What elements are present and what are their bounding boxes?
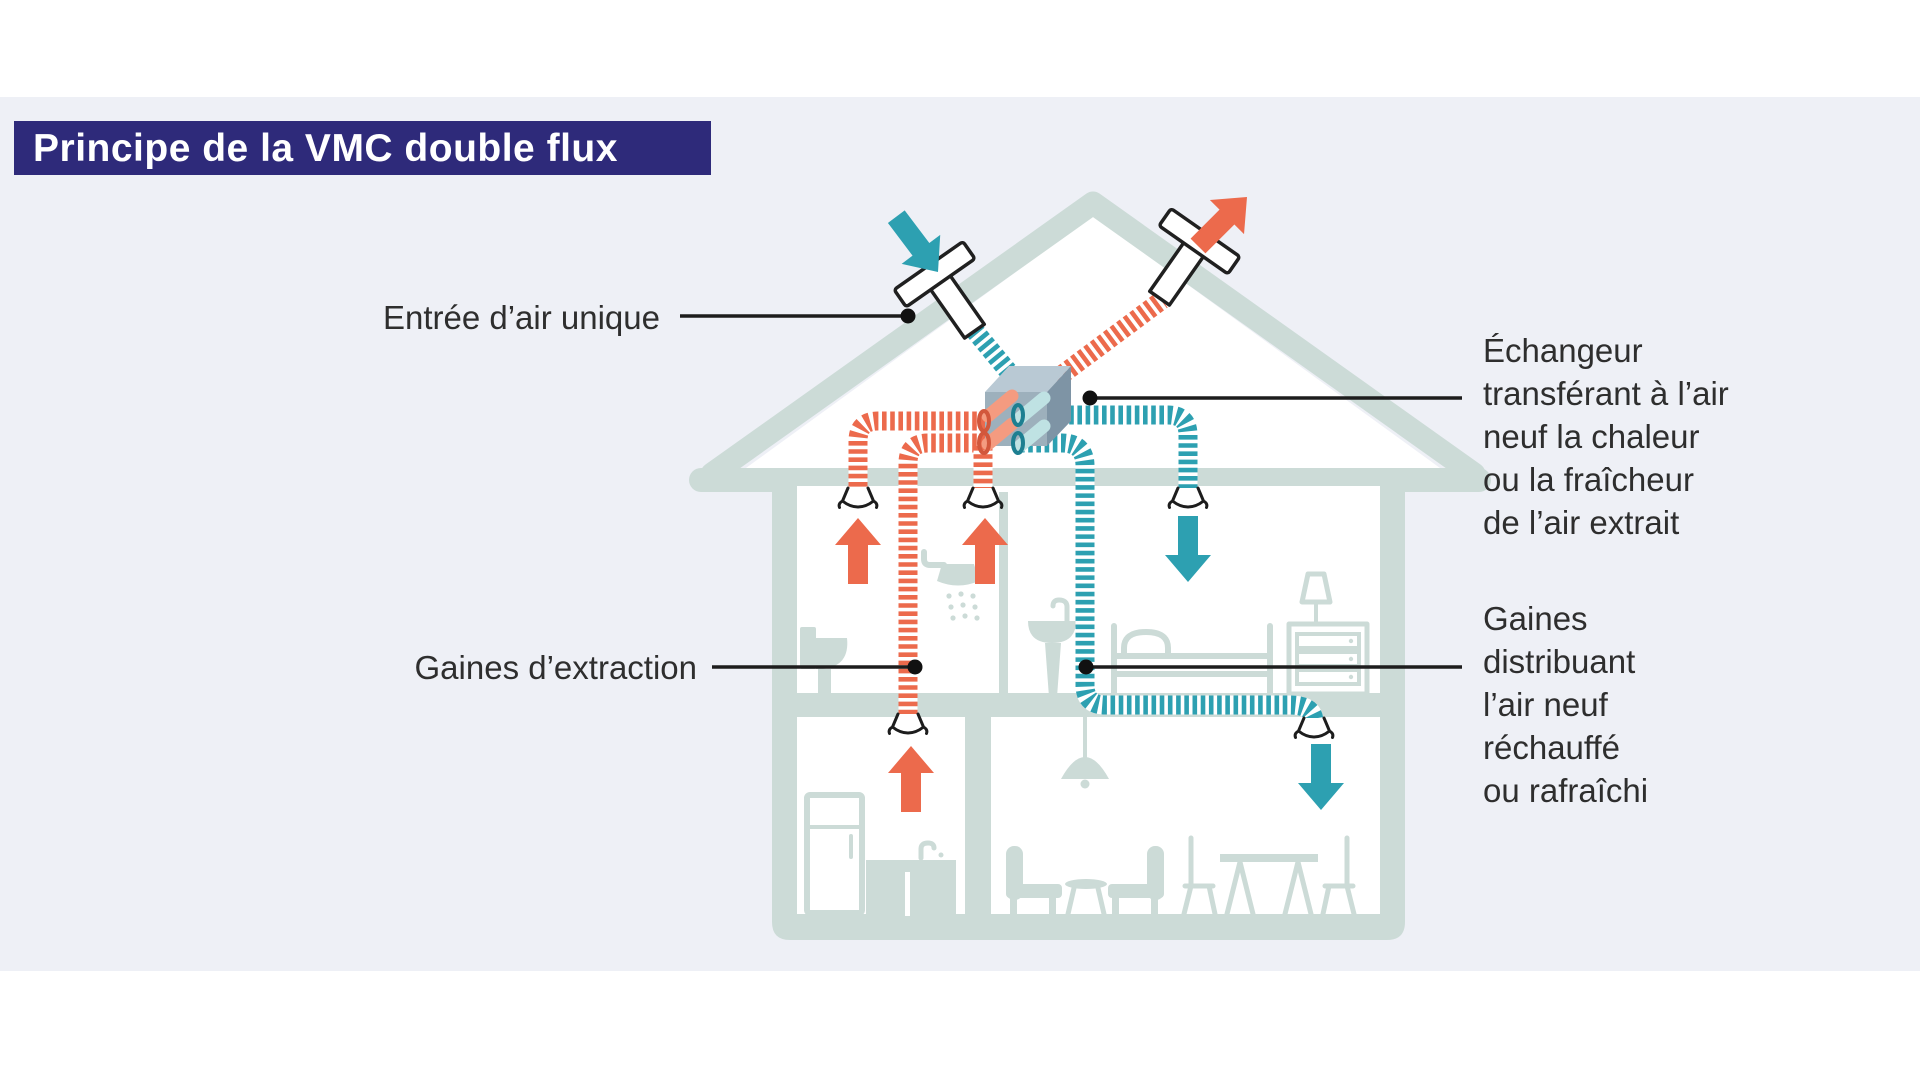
faucet-knob (938, 852, 944, 858)
extraction-duct-bathroom (848, 411, 985, 490)
bed-headboard (1121, 629, 1171, 659)
table-lamp-shade (1299, 571, 1333, 605)
coffee-table-legs (1065, 885, 1107, 917)
roof-slopes (700, 191, 1486, 486)
callout-labels: Entrée d’air unique Gaines d’extraction … (383, 299, 1729, 809)
armchair-left (1006, 846, 1062, 914)
callout-connectors (680, 308, 1462, 675)
connector-dot (900, 308, 916, 324)
counter-divider (905, 872, 910, 916)
fridge (804, 792, 865, 916)
dining-table-legs (1224, 859, 1314, 917)
label-extraction: Gaines d’extraction (415, 649, 697, 686)
kitchen-faucet (918, 840, 937, 861)
living-room-fixtures (1006, 715, 1357, 917)
dining-table-top (1220, 854, 1318, 862)
toilet-tank (800, 627, 816, 669)
sink-basin (1028, 621, 1076, 643)
label-distribution-line: ou rafraîchi (1483, 772, 1648, 809)
exhaust-air-duct (1050, 292, 1168, 387)
dresser-drawer-1 (1295, 632, 1361, 650)
connector-dot (1082, 390, 1098, 406)
bedroom-fixtures (1111, 571, 1370, 697)
label-distribution-line: Gaines (1483, 600, 1588, 637)
label-exchanger-line: transférant à l’air (1483, 375, 1729, 412)
label-exchanger-line: neuf la chaleur (1483, 418, 1699, 455)
shower-head (937, 564, 979, 586)
coffee-table-top (1065, 879, 1107, 889)
pendant-bulb (1080, 779, 1090, 789)
ground-floor-partition (965, 717, 991, 916)
label-distribution: Gaines distribuant l’air neuf réchauffé … (1483, 600, 1648, 809)
duct-coupling-teal-1 (1011, 403, 1025, 427)
page-title: Principe de la VMC double flux (33, 127, 618, 170)
right-wall (1380, 486, 1405, 918)
extraction-duct-kitchen (898, 433, 985, 716)
pendant-shade (1061, 757, 1109, 779)
supply-duct-bedroom (1020, 405, 1198, 490)
shower-pipe (921, 549, 947, 568)
bed-frame (1111, 623, 1273, 697)
label-exchanger-line: Échangeur (1483, 332, 1643, 369)
title-banner: Principe de la VMC double flux (14, 121, 711, 175)
kitchen-fixtures (804, 792, 956, 916)
sink-faucet (1050, 597, 1070, 624)
label-exchanger-line: ou la fraîcheur (1483, 461, 1694, 498)
toilet-base (818, 669, 831, 697)
label-distribution-line: distribuant (1483, 643, 1635, 680)
title-background (14, 121, 711, 175)
dresser-drawer-3 (1295, 668, 1361, 686)
label-distribution-line: l’air neuf (1483, 686, 1609, 723)
connector-dot (1078, 659, 1094, 675)
dresser-knobs (1348, 638, 1354, 680)
exchanger-side-face (1047, 366, 1071, 446)
heat-exchanger-box (977, 366, 1071, 455)
dresser (1286, 621, 1370, 697)
bathroom-fixtures (800, 549, 1076, 697)
left-wall (772, 486, 797, 918)
duct-coupling-teal-2 (1011, 431, 1025, 455)
kitchen-counter (866, 860, 956, 916)
label-air-inlet: Entrée d’air unique (383, 299, 660, 336)
label-exchanger: Échangeur transférant à l’air neuf la ch… (1483, 332, 1729, 541)
sink-pedestal (1045, 643, 1061, 697)
armchair-right (1108, 846, 1164, 914)
dining-chair-left (1181, 835, 1218, 917)
connector-dot (907, 659, 923, 675)
label-distribution-line: réchauffé (1483, 729, 1620, 766)
duct-coupling-orange-2 (977, 431, 991, 455)
shower-water-drops (946, 591, 980, 621)
label-exchanger-line: de l’air extrait (1483, 504, 1679, 541)
dining-chair-right (1320, 835, 1357, 917)
toilet-bowl (816, 638, 848, 669)
supply-duct-living-room (1020, 433, 1324, 723)
foundation-band (772, 914, 1405, 940)
first-floor-partition (999, 492, 1008, 693)
exchanger-top-face (985, 366, 1071, 392)
